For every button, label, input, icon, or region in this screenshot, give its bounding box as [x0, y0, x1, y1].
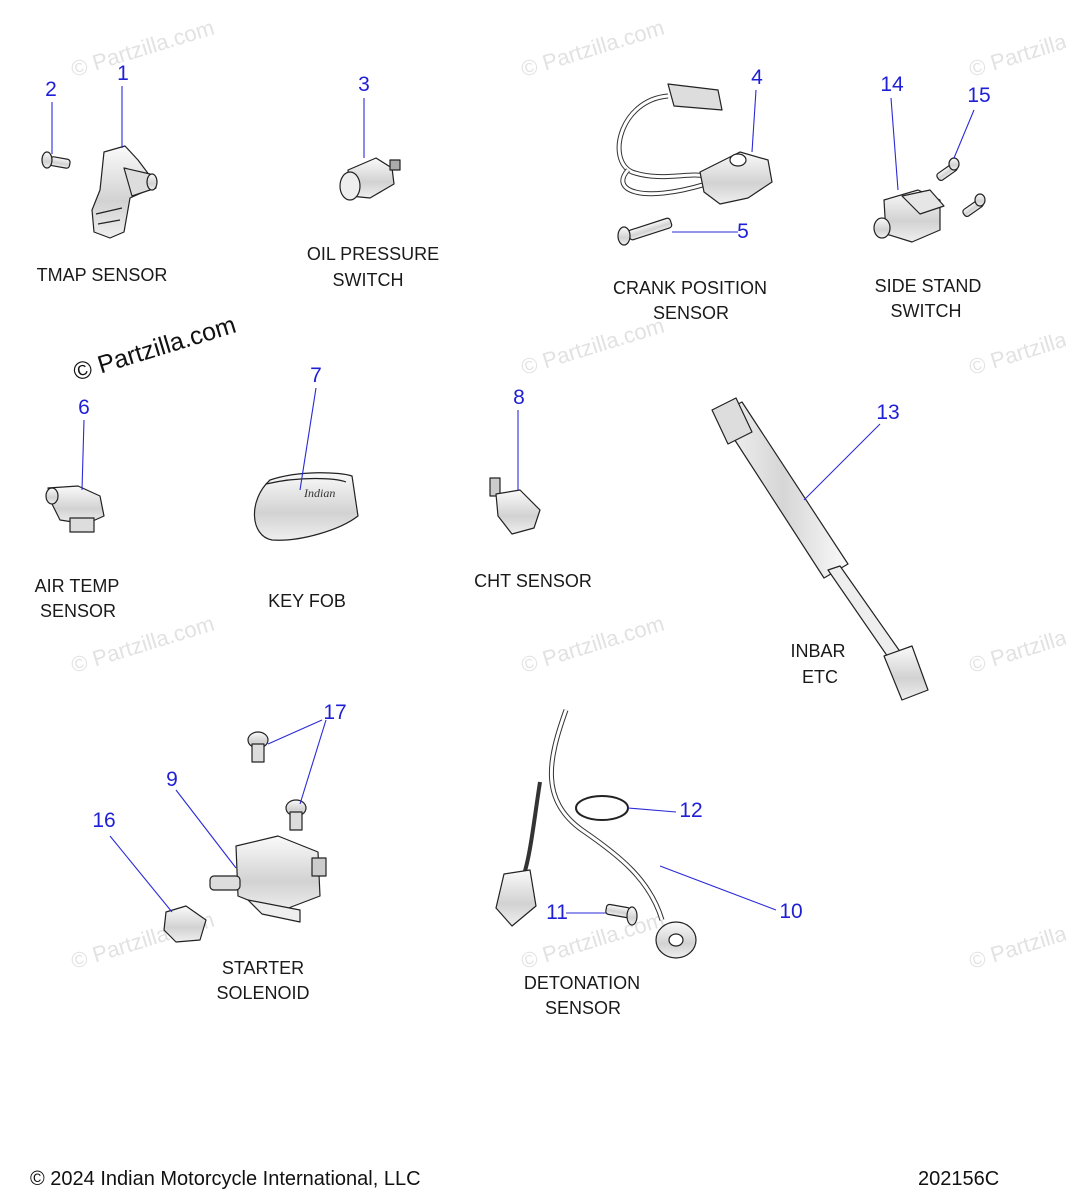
part-7-key-fob [253, 472, 359, 541]
callout-17: 17 [323, 701, 347, 724]
label-side-stand-1: SIDE STAND [874, 276, 982, 296]
part-2-bolt [41, 151, 71, 169]
callout-10: 10 [779, 900, 803, 923]
callout-9: 9 [166, 768, 178, 791]
label-crank-2: SENSOR [652, 303, 730, 323]
part-4-crank-position-sensor [616, 83, 773, 205]
callout-11: 11 [546, 901, 568, 924]
callout-4: 4 [751, 66, 763, 89]
callout-15: 15 [967, 84, 991, 107]
part-9-starter-solenoid [209, 835, 327, 923]
label-oil-pressure-1: OIL PRESSURE [306, 244, 440, 264]
part-10-detonation-sensor [495, 709, 697, 959]
label-air-temp-2: SENSOR [39, 601, 117, 621]
part-8-cht-sensor [489, 477, 541, 535]
part-12-cable-tie [575, 795, 629, 821]
label-detonation-2: SENSOR [544, 998, 622, 1018]
part-3-oil-pressure-switch [339, 157, 401, 201]
part-14-side-stand-switch [873, 189, 945, 243]
label-side-stand-2: SWITCH [890, 301, 962, 321]
part-16-nut [163, 905, 207, 943]
footer-diagram-id: 202156C [918, 1168, 1000, 1190]
key-fob-logo: Indian [303, 486, 335, 500]
label-starter-2: SOLENOID [216, 983, 310, 1003]
callout-5: 5 [737, 220, 749, 243]
callout-1: 1 [117, 62, 129, 85]
part-13-inbar-etc [711, 397, 929, 701]
callout-6: 6 [78, 396, 90, 419]
label-crank-1: CRANK POSITION [612, 278, 768, 298]
callout-7: 7 [310, 364, 322, 387]
label-air-temp-1: AIR TEMP [34, 576, 120, 596]
label-inbar-2: ETC [802, 667, 838, 687]
part-6-air-temp-sensor [45, 485, 105, 533]
callout-3: 3 [358, 73, 370, 96]
callout-16: 16 [92, 809, 116, 832]
part-11-bolt [605, 903, 638, 926]
callout-12: 12 [679, 799, 703, 822]
label-inbar-1: INBAR [790, 641, 846, 661]
part-1-tmap-sensor [91, 145, 158, 239]
callout-13: 13 [876, 401, 900, 424]
footer-copyright: © 2024 Indian Motorcycle International, … [30, 1168, 421, 1190]
label-oil-pressure-2: SWITCH [332, 270, 404, 290]
label-key-fob: KEY FOB [268, 591, 346, 611]
label-tmap-sensor: TMAP SENSOR [36, 265, 168, 285]
part-5-bolt [617, 217, 673, 246]
label-detonation-1: DETONATION [523, 973, 641, 993]
leader-lines [51, 86, 975, 914]
callout-8: 8 [513, 386, 525, 409]
part-17-screw [247, 731, 307, 831]
callout-2: 2 [45, 78, 57, 101]
label-cht-sensor: CHT SENSOR [474, 571, 592, 591]
part-15-screw [936, 157, 986, 218]
label-starter-1: STARTER [221, 958, 305, 978]
callout-14: 14 [880, 73, 904, 96]
